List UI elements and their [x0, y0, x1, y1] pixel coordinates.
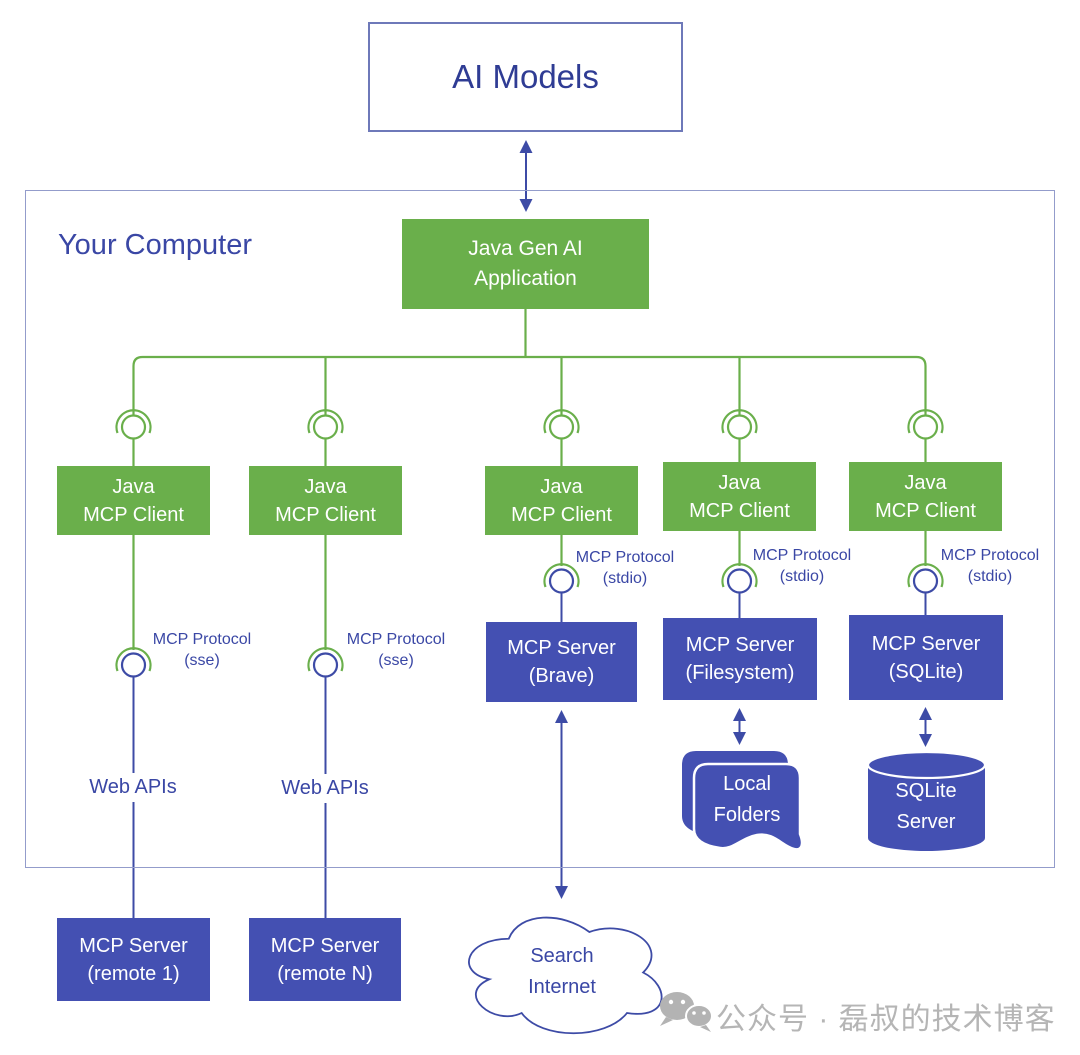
server-label-line2: (remote 1) — [87, 962, 180, 985]
mcp-protocol-stdio-label-3: MCP Protocol (stdio) — [935, 545, 1045, 587]
socket-arc-icon — [115, 647, 152, 672]
client-label-line2: MCP Client — [689, 499, 790, 522]
protocol-transport: (stdio) — [602, 570, 648, 587]
web-apis-label-1: Web APIs — [81, 773, 185, 802]
server-label-line1: MCP Server — [79, 934, 188, 957]
socket-arc-icon — [307, 409, 344, 434]
socket-arc-icon — [543, 409, 580, 434]
client-label-line2: MCP Client — [275, 503, 376, 526]
socket-arc-icon — [721, 563, 758, 588]
folders-label-line2: Folders — [713, 804, 781, 826]
wechat-icon — [660, 992, 713, 1032]
socket-arc-icon — [307, 647, 344, 672]
socket-circle-icon — [312, 414, 339, 440]
client-label-line2: MCP Client — [511, 503, 612, 526]
app-label-line2: Application — [474, 267, 577, 290]
watermark-text: 公众号 · 磊叔的技术博客 — [716, 1003, 1056, 1036]
java-mcp-client-box-5: Java MCP Client — [849, 462, 1002, 531]
green-connection-tree — [132, 308, 927, 650]
client-label-line1: Java — [304, 475, 347, 498]
search-internet-label: Search Internet — [502, 941, 622, 1003]
db-label-line1: SQLite — [895, 780, 957, 802]
ai-models-label: AI Models — [452, 58, 599, 95]
server-label-line1: MCP Server — [871, 632, 981, 655]
app-label-line1: Java Gen AI — [468, 237, 583, 260]
mcp-protocol-stdio-label-1: MCP Protocol (stdio) — [570, 547, 680, 589]
socket-circle-icon — [548, 414, 575, 440]
java-mcp-client-box-1: Java MCP Client — [57, 466, 210, 535]
cloud-label-line1: Search — [530, 945, 594, 967]
your-computer-label: Your Computer — [58, 229, 252, 261]
protocol-transport: (stdio) — [967, 568, 1013, 585]
web-apis-label-2: Web APIs — [273, 774, 377, 803]
socket-arc-icon — [115, 409, 152, 434]
cloud-icon — [468, 916, 663, 1035]
double-arrows — [519, 140, 932, 899]
protocol-name: MCP Protocol — [575, 549, 675, 566]
protocol-transport: (stdio) — [779, 568, 825, 585]
protocol-name: MCP Protocol — [346, 631, 446, 648]
java-mcp-client-box-4: Java MCP Client — [663, 462, 816, 531]
mcp-server-remoteN-box: MCP Server (remote N) — [249, 918, 401, 1001]
database-cylinder-icon — [866, 750, 987, 851]
server-label-line1: MCP Server — [270, 934, 380, 957]
java-mcp-client-box-3: Java MCP Client — [485, 466, 638, 535]
front-folder-shape — [692, 762, 804, 851]
java-mcp-client-box-2: Java MCP Client — [249, 466, 402, 535]
mcp-protocol-sse-label-2: MCP Protocol (sse) — [341, 629, 451, 671]
socket-circle-icon — [912, 414, 939, 440]
socket-arc-icon — [907, 563, 944, 588]
socket-arc-icon — [543, 563, 580, 588]
mcp-server-remote1-box: MCP Server (remote 1) — [57, 918, 210, 1001]
branch-line — [132, 355, 927, 470]
mcp-server-sqlite-box: MCP Server (SQLite) — [849, 615, 1003, 700]
socket-circle-icon — [726, 414, 753, 440]
mcp-server-filesystem-box: MCP Server (Filesystem) — [663, 618, 817, 700]
client-label-line1: Java — [112, 475, 155, 498]
protocol-name: MCP Protocol — [752, 547, 852, 564]
client-label-line2: MCP Client — [83, 503, 184, 526]
client-label-line1: Java — [904, 471, 947, 494]
local-folders-label: Local Folders — [687, 769, 807, 831]
socket-arc-icon — [907, 409, 944, 434]
mcp-protocol-sse-label-1: MCP Protocol (sse) — [147, 629, 257, 671]
stacked-folders-icon — [682, 751, 804, 851]
cylinder-top — [866, 750, 987, 780]
ai-models-box: AI Models — [368, 22, 683, 132]
server-label-line2: (remote N) — [277, 962, 373, 985]
socket-arc-icon — [721, 409, 758, 434]
protocol-transport: (sse) — [184, 652, 220, 669]
client-socket-icons — [115, 409, 944, 440]
folders-label-line1: Local — [723, 773, 771, 795]
protocol-transport: (sse) — [378, 652, 414, 669]
client-label-line1: Java — [540, 475, 583, 498]
server-label-line2: (Filesystem) — [685, 662, 795, 684]
protocol-name: MCP Protocol — [152, 631, 252, 648]
server-label-line1: MCP Server — [685, 634, 795, 656]
socket-circle-icon — [120, 414, 147, 440]
server-label-line2: (Brave) — [528, 665, 595, 687]
java-genai-application-box: Java Gen AI Application — [402, 219, 649, 309]
mcp-server-brave-box: MCP Server (Brave) — [486, 622, 637, 702]
db-label-line2: Server — [896, 811, 956, 833]
client-label-line1: Java — [718, 471, 761, 494]
cloud-label-line2: Internet — [528, 976, 596, 998]
mcp-protocol-stdio-label-2: MCP Protocol (stdio) — [747, 545, 857, 587]
client-label-line2: MCP Client — [875, 499, 976, 522]
your-computer-container — [25, 190, 1055, 868]
sqlite-server-label: SQLite Server — [866, 776, 986, 838]
server-label-line2: (SQLite) — [888, 660, 964, 683]
protocol-name: MCP Protocol — [940, 547, 1040, 564]
server-label-line1: MCP Server — [507, 637, 616, 659]
